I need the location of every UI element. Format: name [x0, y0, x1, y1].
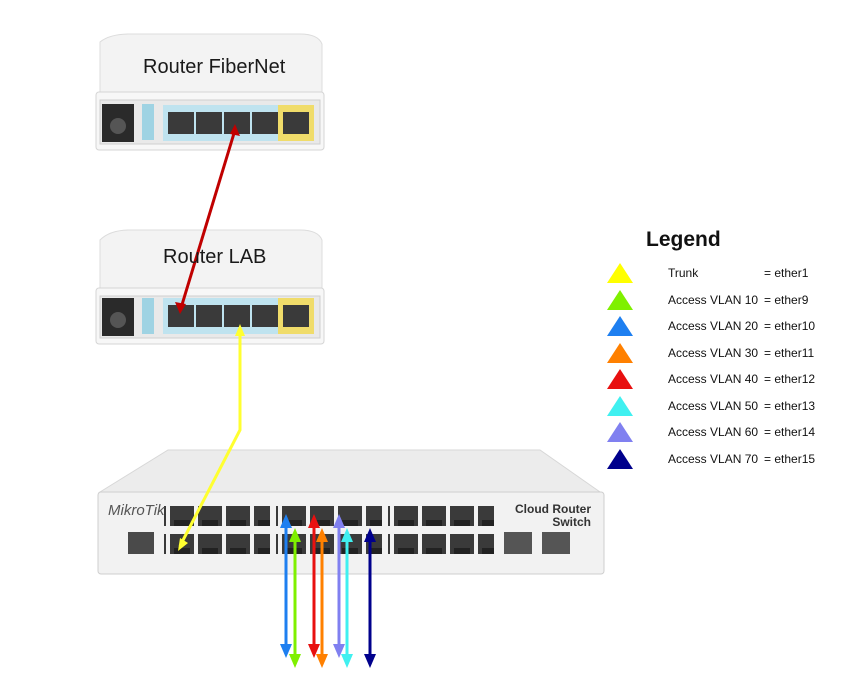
legend-item-name: Access VLAN 50: [668, 398, 759, 413]
legend-title: Legend: [646, 228, 721, 251]
triangle-icon: [607, 263, 633, 283]
vlan-60-arrow: [333, 514, 345, 658]
vlan-70-arrow: [364, 528, 376, 668]
switch-model-line1: Cloud Router: [515, 502, 591, 516]
switch-model-line2: Switch: [552, 515, 591, 529]
legend-item-port: = ether9: [764, 292, 809, 307]
legend-item-name: Trunk: [668, 266, 699, 280]
triangle-icon: [607, 369, 633, 389]
triangle-icon: [607, 422, 633, 442]
vlan-40-arrow: [308, 514, 320, 658]
vlan-30-arrow: [316, 528, 328, 668]
legend-item: Access VLAN 50 = ether13: [606, 395, 846, 417]
legend-item-name: Access VLAN 70: [668, 451, 759, 466]
triangle-icon: [607, 395, 633, 416]
legend-item: Access VLAN 70 = ether15: [606, 448, 846, 470]
legend-item: Trunk = ether1: [606, 262, 846, 284]
vlan-50-arrow: [341, 528, 353, 668]
link-trunk: [178, 324, 245, 551]
triangle-icon: [607, 342, 633, 363]
legend-item-port: = ether11: [764, 345, 815, 360]
legend-item-port: = ether14: [764, 425, 816, 439]
legend-item-port: = ether12: [764, 372, 816, 386]
vlan-10-arrow: [289, 528, 301, 668]
legend-item-port: = ether1: [764, 266, 809, 280]
legend-item-name: Access VLAN 30: [668, 345, 759, 360]
legend-item-name: Access VLAN 40: [668, 372, 759, 386]
legend-item-name: Access VLAN 60: [668, 425, 759, 439]
triangle-icon: [607, 448, 633, 469]
legend-item: Access VLAN 30 = ether11: [606, 342, 846, 364]
router-fibernet-title: Router FiberNet: [143, 56, 286, 78]
triangle-icon: [607, 316, 633, 336]
legend-item: Access VLAN 20 = ether10: [606, 315, 846, 337]
link-fibernet-lab: [175, 124, 240, 314]
legend-item: Access VLAN 10 = ether9: [606, 289, 846, 311]
legend-item-name: Access VLAN 20: [668, 319, 759, 333]
legend-item: Access VLAN 60 = ether14: [606, 421, 846, 443]
vlan-20-arrow: [280, 514, 292, 658]
legend-item-port: = ether13: [764, 398, 816, 413]
triangle-icon: [607, 289, 633, 310]
router-lab: [95, 229, 325, 345]
router-lab-title: Router LAB: [163, 246, 267, 268]
legend-item-port: = ether15: [764, 451, 816, 466]
legend-item: Access VLAN 40 = ether12: [606, 368, 846, 390]
legend-item-name: Access VLAN 10: [668, 292, 759, 307]
router-fibernet: [95, 33, 325, 151]
switch-brand-logo: MikroTik: [108, 502, 165, 519]
legend-item-port: = ether10: [764, 319, 816, 333]
